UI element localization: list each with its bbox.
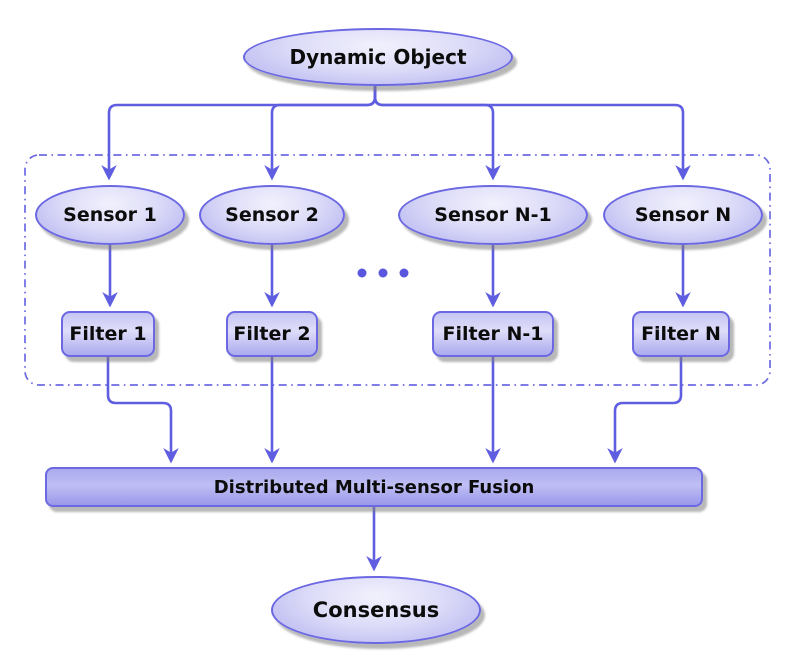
filter-2-node: Filter 2 [226,311,318,357]
sensor-n-1-label: Sensor N-1 [434,204,552,226]
connector-filtern-fusion [607,357,683,464]
consensus-label: Consensus [312,598,440,622]
sensor-n-label: Sensor N [634,204,732,226]
filter-n-label: Filter N [641,323,721,345]
consensus-node: Consensus [271,576,481,644]
sensor-layer-boundary [24,154,771,386]
dynamic-object-label: Dynamic Object [289,45,467,69]
ellipsis-dots-icon [357,268,409,278]
sensor-1-label: Sensor 1 [63,204,157,226]
dynamic-object-node: Dynamic Object [243,28,513,86]
connector-root-sensor-1 [101,86,377,181]
connector-filter1-fusion [106,357,179,464]
sensor-n-1-node: Sensor N-1 [398,185,588,245]
connector-root-sensor-n1 [373,86,501,181]
sensor-n-node: Sensor N [603,185,763,245]
fusion-bar-node: Distributed Multi-sensor Fusion [45,467,703,507]
connector-root-sensor-n [373,86,691,181]
sensor-1-node: Sensor 1 [35,185,185,245]
filter-n-1-node: Filter N-1 [432,311,554,357]
sensor-2-label: Sensor 2 [225,204,319,226]
filter-2-label: Filter 2 [233,323,311,345]
filter-n-node: Filter N [632,311,730,357]
connector-root-sensor-2 [264,86,377,181]
filter-1-node: Filter 1 [61,311,155,357]
filter-1-label: Filter 1 [69,323,147,345]
filter-n-1-label: Filter N-1 [442,323,544,345]
fusion-bar-label: Distributed Multi-sensor Fusion [213,476,535,498]
sensor-2-node: Sensor 2 [199,185,345,245]
